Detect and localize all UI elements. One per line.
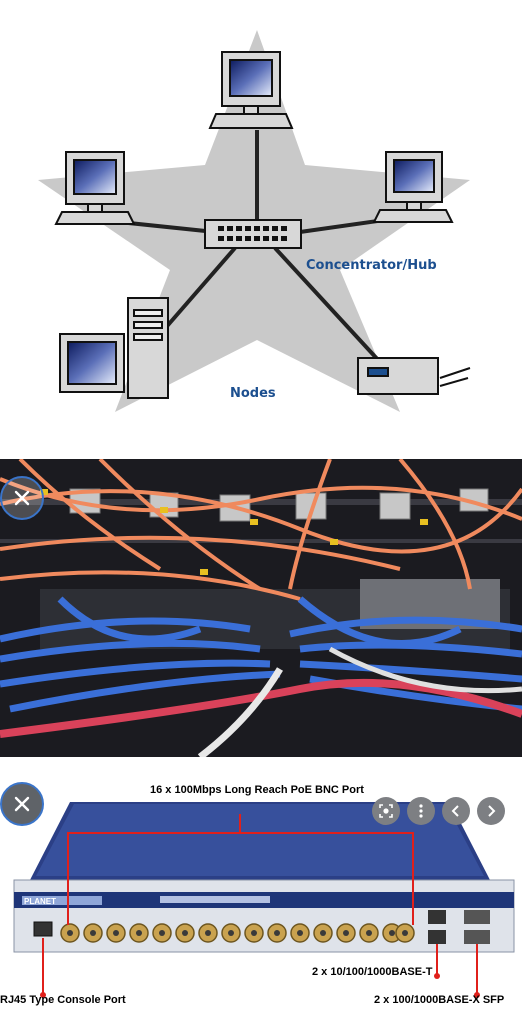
star-topology-diagram (0, 0, 522, 430)
computer-left (56, 152, 134, 224)
printer (358, 358, 470, 394)
hub-device (205, 220, 301, 248)
close-button[interactable] (0, 476, 44, 520)
computer-right (374, 152, 452, 222)
bnc-port-annotation: 16 x 100Mbps Long Reach PoE BNC Port (150, 784, 364, 796)
nodes-label: Nodes (230, 386, 276, 401)
next-image-button[interactable] (477, 797, 505, 825)
close-button[interactable] (0, 782, 44, 826)
lens-button[interactable] (372, 797, 400, 825)
previous-image-button[interactable] (442, 797, 470, 825)
console-port-annotation: RJ45 Type Console Port (0, 994, 126, 1006)
chevron-right-icon (483, 803, 499, 819)
hub-label: Concentrator/Hub (306, 258, 437, 273)
brand-logo: PLANET (24, 897, 56, 906)
patch-cables-photo (0, 459, 522, 757)
close-icon (13, 795, 31, 813)
cabling-photo-panel[interactable] (0, 459, 522, 757)
more-options-button[interactable] (407, 797, 435, 825)
rj45-port-annotation: 2 x 10/100/1000BASE-T (312, 966, 432, 978)
chevron-left-icon (448, 803, 464, 819)
close-icon (13, 489, 31, 507)
network-diagram-panel[interactable]: Concentrator/Hub Nodes (0, 0, 522, 430)
workstation-tower (60, 298, 168, 398)
computer-top (210, 52, 292, 128)
more-vert-icon (413, 803, 429, 819)
lens-icon (378, 803, 394, 819)
sfp-port-annotation: 2 x 100/1000BASE-X SFP (374, 994, 504, 1006)
